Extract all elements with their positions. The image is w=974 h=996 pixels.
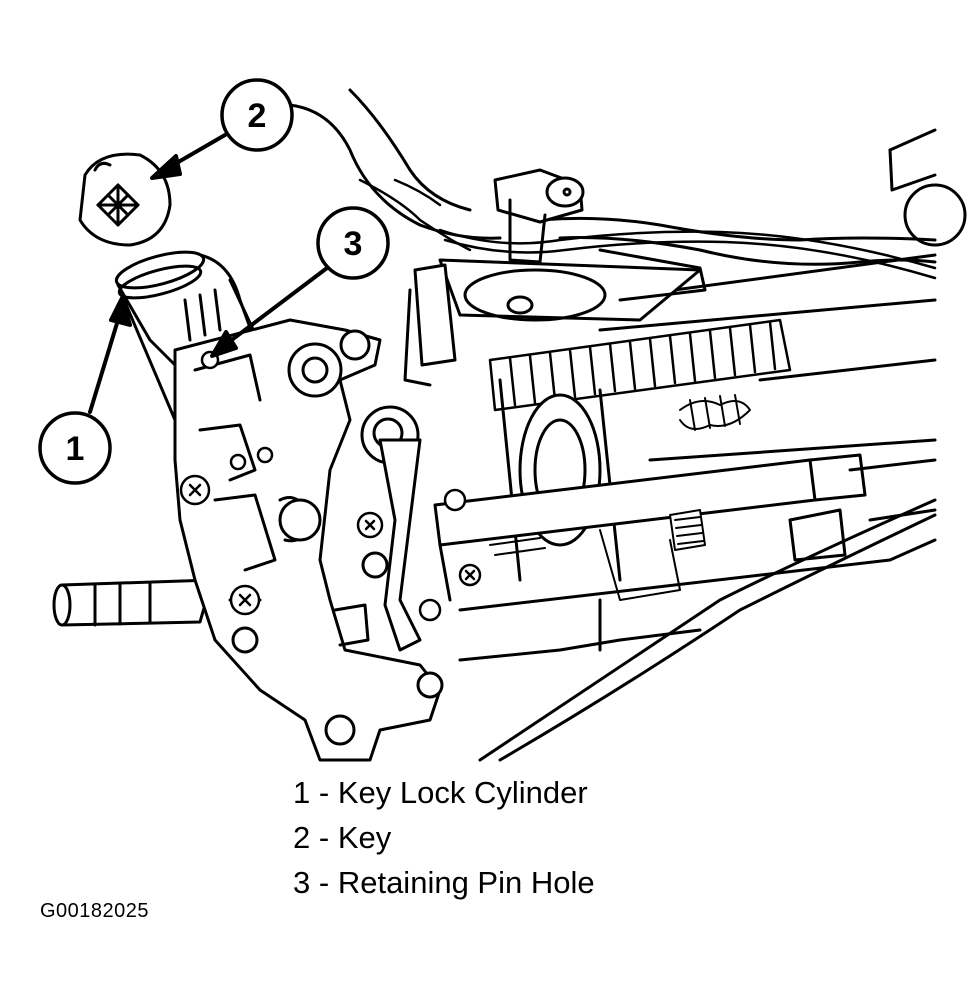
steering-shaft (52, 578, 214, 627)
wiring-harness (358, 178, 937, 280)
signal-plate (438, 248, 707, 322)
callout-2-number: 2 (248, 97, 267, 135)
small-spring (679, 394, 751, 431)
column-housing-outline (288, 88, 967, 462)
legend-separator: - (318, 820, 330, 855)
lower-housing (458, 458, 937, 762)
legend-number: 3 (293, 865, 311, 900)
return-spring (488, 318, 792, 412)
callout-1: 1 (38, 411, 112, 485)
callout-3: 3 (316, 206, 390, 280)
callout-3-number: 3 (344, 225, 363, 263)
lock-bar (433, 453, 867, 602)
legend-text: Retaining Pin Hole (337, 865, 595, 900)
legend: 1 - Key Lock Cylinder 2 - Key 3 - Retain… (293, 770, 595, 905)
legend-item: 1 - Key Lock Cylinder (293, 770, 595, 815)
arrowhead-1 (109, 296, 132, 327)
callout-2: 2 (220, 78, 294, 152)
electrical-connector (493, 168, 585, 264)
legend-separator: - (318, 865, 330, 900)
arrowhead-2 (150, 154, 182, 180)
legend-number: 1 (293, 775, 311, 810)
gear-teeth (489, 509, 706, 601)
key (78, 152, 172, 247)
cam-gear (498, 378, 622, 582)
legend-separator: - (318, 775, 330, 810)
figure-id: G00182025 (40, 900, 150, 922)
release-lever (378, 438, 422, 652)
legend-number: 2 (293, 820, 311, 855)
arrowhead-3 (210, 330, 238, 358)
legend-text: Key (337, 820, 392, 855)
callout-leaders (88, 133, 329, 414)
lever-stalk (403, 263, 457, 387)
callout-1-number: 1 (66, 430, 85, 468)
legend-item: 2 - Key (293, 815, 595, 860)
legend-text: Key Lock Cylinder (337, 775, 588, 810)
fastener-screws (179, 350, 482, 622)
legend-item: 3 - Retaining Pin Hole (293, 860, 595, 905)
